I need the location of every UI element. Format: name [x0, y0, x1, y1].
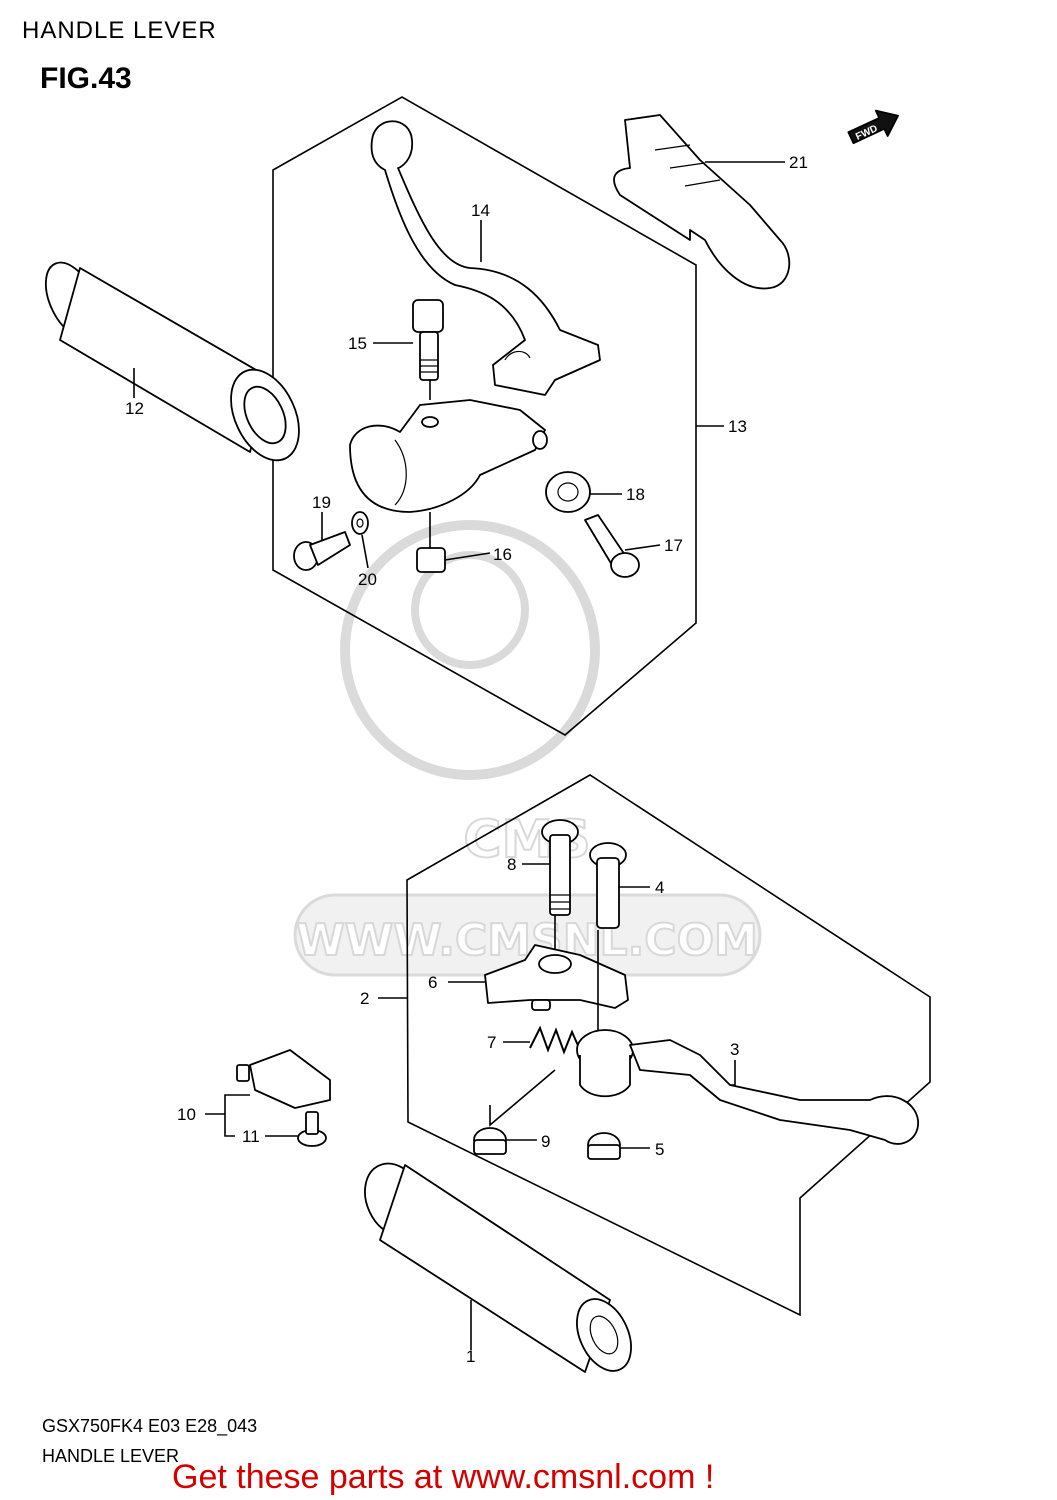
watermark: CMS WWW.CMSNL.COM	[293, 520, 762, 977]
callout-5: 5	[655, 1140, 664, 1159]
watermark-logo-ring	[340, 520, 600, 780]
switch-bracket-part	[484, 944, 629, 1011]
callout-10: 10	[177, 1105, 196, 1124]
callout-9: 9	[541, 1132, 550, 1151]
callout-2: 2	[360, 989, 369, 1008]
figure-label: FIG.43	[40, 62, 132, 95]
nut-5-part	[587, 1132, 621, 1160]
lever-pivot-part	[589, 842, 627, 929]
section-title: HANDLE LEVER	[22, 17, 217, 44]
callout-15: 15	[348, 334, 367, 353]
callout-1: 1	[466, 1347, 475, 1366]
callout-labels: 1 2 3 4 5 6 7 8 9 10 11 12 13 14 15 16 1…	[125, 153, 808, 1366]
leader-lines	[133, 161, 785, 1350]
watermark-logo-face	[411, 551, 529, 669]
callout-7: 7	[487, 1033, 496, 1052]
callout-17: 17	[664, 536, 683, 555]
callout-3: 3	[730, 1040, 739, 1059]
model-code: GSX750FK4 E03 E28_043	[42, 1416, 257, 1437]
watermark-url: WWW.CMSNL.COM	[296, 915, 758, 966]
left-grip-part	[44, 261, 300, 462]
callout-14: 14	[471, 201, 490, 220]
lower-assembly-frame	[406, 774, 931, 1317]
callout-6: 6	[428, 973, 437, 992]
lever-holder-part	[349, 399, 548, 513]
callout-8: 8	[507, 855, 516, 874]
callout-4: 4	[655, 878, 664, 897]
spring-part	[529, 1025, 581, 1055]
nut-9-part	[473, 1127, 507, 1155]
callout-13: 13	[728, 417, 747, 436]
callout-20: 20	[358, 570, 377, 589]
upper-assembly-frame	[272, 96, 697, 736]
switch-screw-part	[297, 1111, 327, 1147]
right-grip-part	[364, 1162, 632, 1373]
fwd-arrow-icon: FWD	[847, 109, 899, 145]
fwd-label: FWD	[854, 123, 879, 143]
brake-lever-part	[576, 1029, 919, 1145]
switch-cover-part	[613, 114, 791, 290]
promo-link[interactable]: Get these parts at www.cmsnl.com !	[172, 1458, 714, 1496]
callout-12: 12	[125, 399, 144, 418]
callout-16: 16	[493, 545, 512, 564]
callout-19: 19	[312, 493, 331, 512]
callout-18: 18	[626, 485, 645, 504]
callout-21: 21	[789, 153, 808, 172]
cable-adjuster-part	[584, 514, 640, 578]
brake-switch-part	[236, 1049, 331, 1109]
washer-part	[351, 511, 369, 535]
callout-11: 11	[242, 1127, 260, 1146]
lever-nut-part	[416, 547, 446, 573]
clamp-screw-part	[293, 531, 351, 571]
adjuster-nut-part	[545, 471, 591, 513]
switch-bolt-part	[541, 819, 579, 916]
pivot-bolt-part	[412, 299, 444, 381]
footer-caption: HANDLE LEVER	[42, 1446, 179, 1466]
clutch-lever-part	[370, 120, 601, 396]
